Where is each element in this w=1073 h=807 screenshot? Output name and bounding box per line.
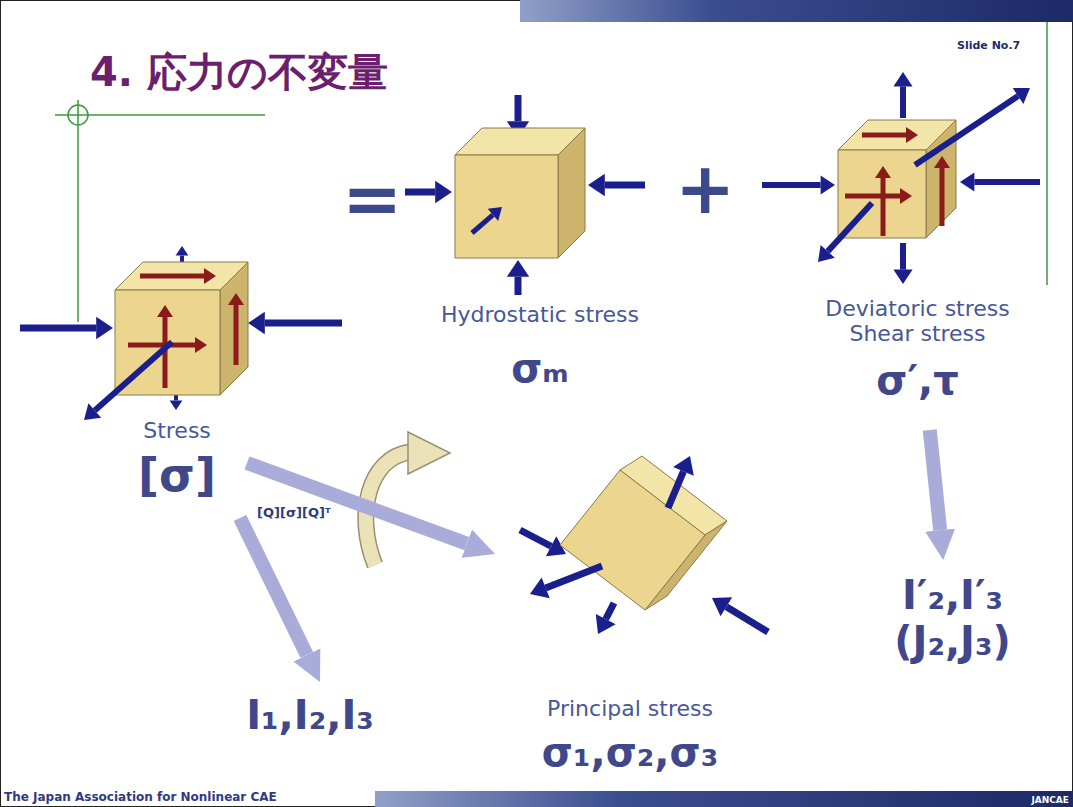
principal-arrow: [546, 566, 602, 588]
node-label: Principal stress: [547, 696, 713, 721]
node-symbol: I′₂,I′₃ (J₂,J₃): [868, 572, 1038, 664]
flow-arrow: [930, 430, 940, 530]
force-arrow: [900, 243, 906, 270]
pressure-arrow: [472, 215, 493, 233]
deviatoric-group: Deviatoric stress Shear stress σ′,τ: [795, 296, 1040, 430]
principal-arrow: [606, 603, 614, 619]
shear-arrow: [140, 274, 204, 279]
force-arrow-head: [821, 175, 835, 194]
principal-arrow: [520, 530, 551, 546]
pressure-arrow-head: [488, 207, 502, 221]
shear-arrow-head: [906, 127, 918, 143]
hydrostatic-group: Hydrostatic stress σₘ: [420, 302, 660, 412]
shear-arrow-head: [900, 188, 912, 204]
node-symbol: [σ]: [138, 449, 216, 502]
cube-front: [560, 470, 705, 610]
shear-arrow-head: [875, 166, 891, 178]
force-arrow-head: [176, 246, 189, 256]
force-arrow: [915, 96, 1018, 165]
node-symbol: σ₁,σ₂,σ₃: [542, 729, 718, 775]
force-arrow: [974, 179, 1040, 185]
node-label: Deviatoric stress Shear stress: [818, 296, 1018, 347]
force-arrow-head: [960, 172, 974, 191]
pressure-arrow-head: [588, 174, 605, 196]
cube-side: [558, 128, 585, 258]
transform-label: [Q][σ][Q]ᵀ: [255, 505, 332, 521]
node-symbol: σ′,τ: [876, 357, 958, 403]
force-arrow-head: [818, 245, 835, 262]
node-symbol: σₘ: [511, 345, 569, 391]
shear-arrow: [234, 305, 239, 365]
principal-arrow-head: [673, 456, 694, 476]
node-label: Hydrostatic stress: [441, 302, 639, 327]
pressure-arrow: [515, 277, 522, 295]
pressure-arrow: [405, 189, 435, 196]
plus-sign: +: [675, 152, 735, 224]
shear-arrow: [128, 343, 195, 348]
principal-arrow: [726, 607, 768, 632]
force-arrow-head: [893, 72, 912, 86]
principal-arrow-head: [712, 597, 732, 616]
invariants-box: I₁,I₂,I₃: [210, 682, 410, 747]
pressure-arrow: [515, 95, 522, 121]
force-arrow: [95, 342, 172, 410]
force-arrow-head: [84, 403, 101, 420]
flow-arrow: [247, 463, 467, 544]
principal-arrow-head: [596, 614, 616, 634]
header-bar: [520, 0, 1073, 22]
shear-arrow: [845, 194, 900, 199]
slide-title: 4. 応力の不変量: [90, 52, 388, 92]
pressure-arrow-head: [435, 181, 452, 203]
node-label: Stress: [143, 418, 211, 443]
deco-line: [55, 114, 265, 116]
principal-arrow: [668, 471, 683, 508]
shear-arrow-head: [228, 293, 244, 305]
force-arrow: [900, 86, 906, 118]
force-arrow: [762, 182, 821, 188]
cube-front: [455, 155, 558, 258]
force-arrow: [174, 395, 178, 400]
shear-arrow: [881, 178, 886, 236]
force-arrow-head: [248, 312, 265, 334]
force-arrow-head: [170, 400, 183, 410]
shear-arrow-head: [934, 156, 950, 168]
footer-brand: JANCAE: [1031, 796, 1069, 805]
force-arrow: [828, 203, 872, 251]
shear-arrow-head: [195, 337, 207, 353]
deco-line: [77, 100, 79, 322]
deco-circle: [68, 105, 88, 125]
shear-arrow-head: [157, 305, 173, 317]
force-arrow-head: [96, 317, 113, 339]
cube-side: [220, 262, 248, 395]
flow-arrow: [240, 518, 307, 655]
shear-arrow-head: [204, 268, 216, 284]
node-symbol: I₁,I₂,I₃: [246, 692, 374, 738]
force-arrow-head: [893, 270, 912, 284]
stress-group: Stress [σ]: [107, 418, 247, 518]
pressure-arrow-head: [507, 260, 529, 277]
deco-line: [1046, 22, 1048, 285]
deviatoric-invariants-box: I′₂,I′₃ (J₂,J₃): [860, 560, 1045, 675]
force-arrow: [265, 320, 342, 327]
footer-bar: [375, 791, 1073, 807]
shear-arrow: [940, 168, 945, 226]
principal-group: Principal stress σ₁,σ₂,σ₃: [495, 450, 765, 775]
footer-text: The Japan Association for Nonlinear CAE: [4, 791, 277, 803]
rotation-arrow-head: [408, 432, 450, 474]
force-arrow-head: [1013, 88, 1030, 104]
slide-number: Slide No.7: [957, 40, 1020, 51]
equals-sign: =: [342, 162, 402, 234]
pressure-arrow: [605, 182, 645, 189]
shear-arrow: [862, 133, 906, 138]
force-arrow: [20, 325, 96, 332]
principal-arrow-head: [530, 577, 550, 598]
